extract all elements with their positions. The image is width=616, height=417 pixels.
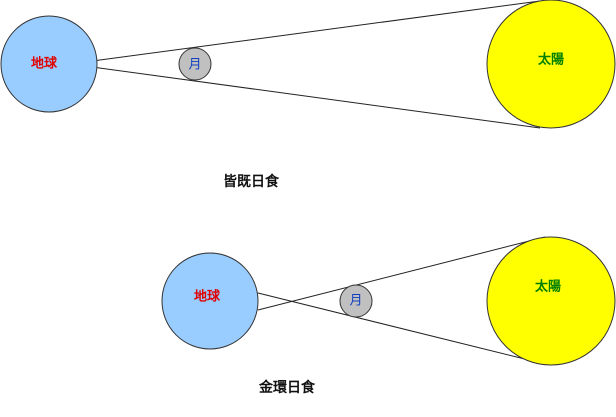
shadow-ray-lower <box>69 63 541 129</box>
total-eclipse-diagram: 地球 月 太陽 皆既日食 <box>0 0 616 190</box>
shadow-ray-upper <box>69 0 541 65</box>
antumbra-ray-upper <box>257 292 546 365</box>
sun-circle <box>486 236 616 366</box>
annular-eclipse-diagram: 地球 月 太陽 金環日食 <box>161 236 616 396</box>
moon-circle <box>339 284 373 318</box>
sun-circle <box>486 0 616 129</box>
total-eclipse-caption: 皆既日食 <box>223 173 280 190</box>
sun-label: 太陽 <box>534 279 561 295</box>
sun-label: 太陽 <box>537 52 564 68</box>
moon-label: 月 <box>188 58 201 73</box>
earth-label: 地球 <box>31 56 58 72</box>
antumbra-ray-lower <box>257 236 546 311</box>
earth-circle <box>161 252 259 350</box>
earth-label: 地球 <box>194 289 221 305</box>
moon-label: 月 <box>349 294 362 309</box>
earth-circle <box>0 15 98 113</box>
moon-circle <box>178 47 212 81</box>
annular-eclipse-caption: 金環日食 <box>258 379 316 396</box>
